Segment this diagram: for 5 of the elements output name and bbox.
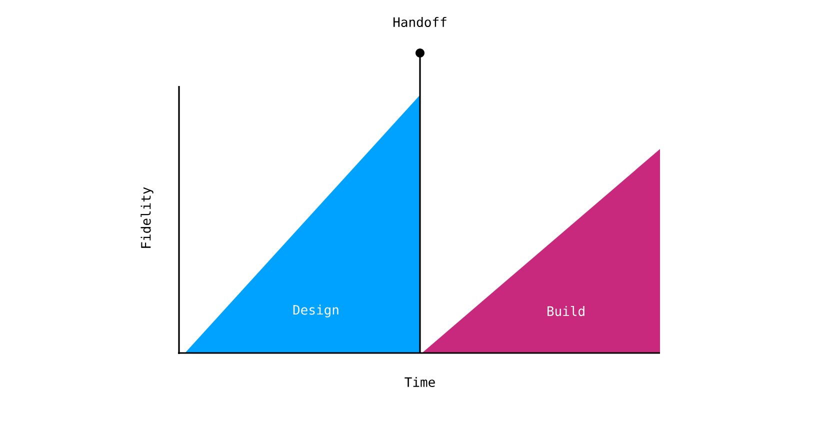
axis-title: Fidelity: [140, 187, 154, 248]
handoff-label: Handoff: [393, 16, 446, 28]
axis-title: Time: [404, 376, 435, 388]
phase-triangle: Design: [185, 95, 420, 353]
phase-triangle: Build: [422, 149, 660, 353]
